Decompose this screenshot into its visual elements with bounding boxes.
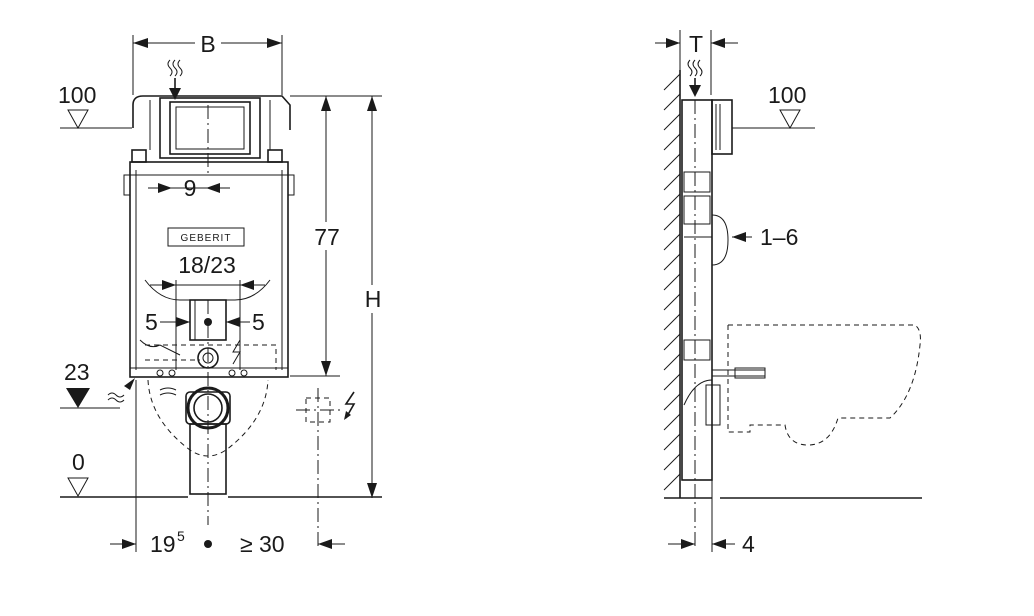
frame-profile bbox=[681, 99, 766, 550]
bottom-gap-dimension: 4 bbox=[668, 480, 755, 557]
width-dimension: B bbox=[132, 30, 283, 95]
left-offset-label: 5 bbox=[145, 309, 158, 335]
toilet-bowl-side bbox=[727, 324, 921, 446]
cistern-top bbox=[131, 95, 291, 175]
depth-dimension: T bbox=[655, 30, 738, 95]
brand-logo-text: GEBERIT bbox=[181, 233, 232, 244]
panel-gap-dimension: 1–6 bbox=[684, 224, 798, 250]
lightning-icon bbox=[344, 391, 356, 420]
brand-logo: GEBERIT bbox=[167, 227, 245, 247]
level-23: 23 bbox=[60, 359, 135, 409]
frame-height-dimension: 77 bbox=[290, 95, 344, 377]
offset-dimensions: 5 5 bbox=[145, 309, 265, 335]
width-label: B bbox=[200, 31, 215, 57]
bottom-gap-label: 4 bbox=[742, 531, 755, 557]
flush-pipe-label: 9 bbox=[184, 175, 197, 201]
total-height-dimension: H bbox=[340, 95, 386, 498]
front-view: B 100 bbox=[58, 30, 386, 557]
panel-gap-label: 1–6 bbox=[760, 224, 798, 250]
bottom-left-label: 19 bbox=[150, 531, 176, 557]
mid-level-label: 23 bbox=[64, 359, 90, 385]
lightning-icon bbox=[232, 339, 241, 365]
electric-socket bbox=[296, 388, 356, 550]
bottom-right-label: ≥ 30 bbox=[240, 531, 285, 557]
bottom-left-superscript: 5 bbox=[177, 528, 185, 544]
depth-label: T bbox=[689, 31, 703, 57]
floor-level-label: 0 bbox=[72, 449, 85, 475]
level-0: 0 bbox=[60, 449, 382, 498]
wall-hatching bbox=[663, 73, 681, 491]
top-level-label: 100 bbox=[58, 82, 96, 108]
actuator-plate bbox=[711, 214, 729, 266]
installation-frame bbox=[123, 161, 295, 378]
water-supply-icon bbox=[687, 59, 703, 97]
flush-pipe-dimension: 9 bbox=[148, 175, 230, 201]
water-supply-icon bbox=[167, 59, 183, 100]
side-view: T bbox=[655, 30, 922, 557]
fixing-spacing-label: 18/23 bbox=[178, 252, 236, 278]
total-height-label: H bbox=[365, 286, 382, 312]
side-top-level-label: 100 bbox=[768, 82, 806, 108]
bottom-dimensions: 19 5 ≥ 30 bbox=[110, 380, 345, 557]
wall bbox=[663, 70, 922, 499]
level-100-right: 100 bbox=[732, 82, 815, 130]
drain-connection bbox=[185, 300, 231, 525]
right-offset-label: 5 bbox=[252, 309, 265, 335]
level-100-left: 100 bbox=[58, 82, 132, 130]
frame-height-label: 77 bbox=[314, 224, 340, 250]
